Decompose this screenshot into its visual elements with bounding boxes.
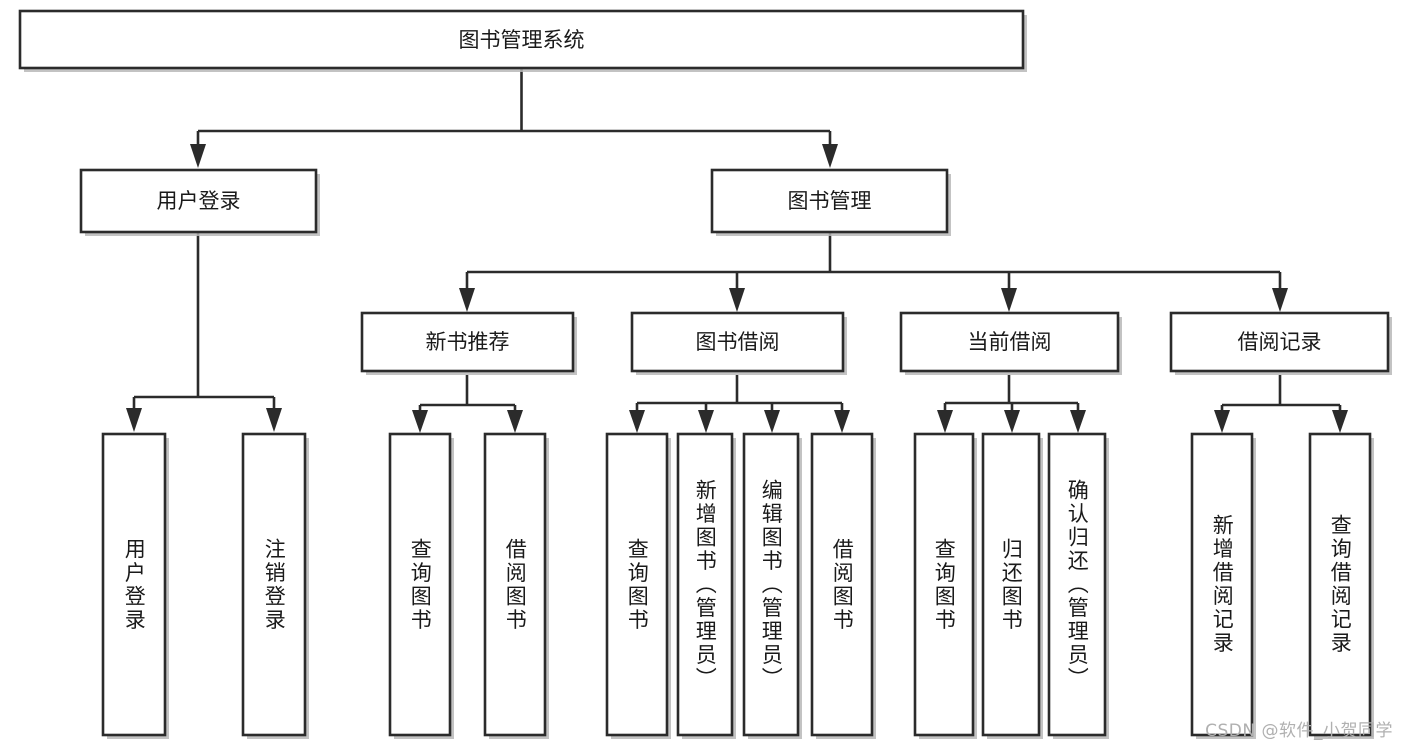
connector-group-new-book-rec (412, 375, 523, 433)
node-book-borrow-box[interactable] (630, 311, 845, 373)
arrow-leaf-return-book (1004, 410, 1020, 433)
node-root-box[interactable] (18, 9, 1025, 70)
arrow-to-user-login (190, 144, 206, 168)
connector-group-book-manage (459, 232, 1288, 312)
node-new-book-rec-label: 新书推荐 (426, 330, 510, 354)
arrow-new-book-rec (459, 288, 475, 312)
connector-group-current-borrow (937, 375, 1086, 433)
node-new-book-rec[interactable]: 新书推荐 (360, 311, 577, 375)
arrow-leaf-add-record (1214, 410, 1230, 433)
node-user-login-box[interactable] (79, 168, 318, 234)
node-current-borrow-box[interactable] (899, 311, 1120, 373)
node-book-manage-label: 图书管理 (788, 189, 872, 213)
node-user-login-label: 用户登录 (157, 189, 241, 213)
node-root-label: 图书管理系统 (459, 28, 585, 52)
node-borrow-record[interactable]: 借阅记录 (1169, 311, 1392, 375)
connector-group-root (190, 68, 838, 168)
arrow-leaf-user-logout (266, 408, 282, 432)
arrow-leaf-add-book (698, 410, 714, 433)
arrow-leaf-borrow-book-2 (834, 410, 850, 433)
node-book-manage[interactable]: 图书管理 (710, 168, 951, 236)
arrow-borrow-record (1272, 288, 1288, 312)
connector-group-borrow-record (1214, 375, 1348, 433)
node-book-manage-box[interactable] (710, 168, 949, 234)
leaf-borrow-book-1-box[interactable] (483, 432, 547, 737)
arrow-current-borrow (1001, 288, 1017, 312)
node-book-borrow-label: 图书借阅 (696, 330, 780, 354)
arrow-leaf-confirm-return (1070, 410, 1086, 433)
leaf-user-logout-box[interactable] (241, 432, 307, 737)
connector-group-book-borrow (629, 375, 850, 433)
watermark-text: CSDN @软件_小贺同学 (1205, 721, 1393, 741)
leaf-add-record-box[interactable] (1190, 432, 1254, 737)
arrow-leaf-edit-book (764, 410, 780, 433)
arrow-leaf-borrow-book-1 (507, 410, 523, 433)
arrow-leaf-query-book-1 (412, 410, 428, 433)
leaf-return-book-box[interactable] (981, 432, 1041, 737)
node-current-borrow-label: 当前借阅 (968, 330, 1052, 354)
node-borrow-record-label: 借阅记录 (1238, 330, 1322, 354)
leaf-edit-book-box[interactable] (742, 432, 800, 737)
leaf-query-book-2-box[interactable] (605, 432, 669, 737)
arrow-leaf-user-login (126, 408, 142, 432)
leaf-add-book-box[interactable] (676, 432, 734, 737)
leaf-query-book-3-box[interactable] (913, 432, 975, 737)
node-book-borrow[interactable]: 图书借阅 (630, 311, 847, 375)
arrow-leaf-query-record (1332, 410, 1348, 433)
leaf-boxes (101, 432, 1374, 739)
node-user-login[interactable]: 用户登录 (79, 168, 320, 236)
leaf-confirm-return-box[interactable] (1047, 432, 1107, 737)
node-root[interactable]: 图书管理系统 (18, 9, 1027, 72)
leaf-query-book-1-box[interactable] (388, 432, 452, 737)
arrow-leaf-query-book-2 (629, 410, 645, 433)
leaf-user-login-box[interactable] (101, 432, 167, 737)
connector-group-user-login (126, 232, 282, 432)
leaf-borrow-book-2-box[interactable] (810, 432, 874, 737)
arrow-leaf-query-book-3 (937, 410, 953, 433)
node-new-book-rec-box[interactable] (360, 311, 575, 373)
node-borrow-record-box[interactable] (1169, 311, 1390, 373)
node-current-borrow[interactable]: 当前借阅 (899, 311, 1122, 375)
arrow-book-borrow (729, 288, 745, 312)
arrow-to-book-manage (822, 144, 838, 168)
leaf-query-record-box[interactable] (1308, 432, 1372, 737)
